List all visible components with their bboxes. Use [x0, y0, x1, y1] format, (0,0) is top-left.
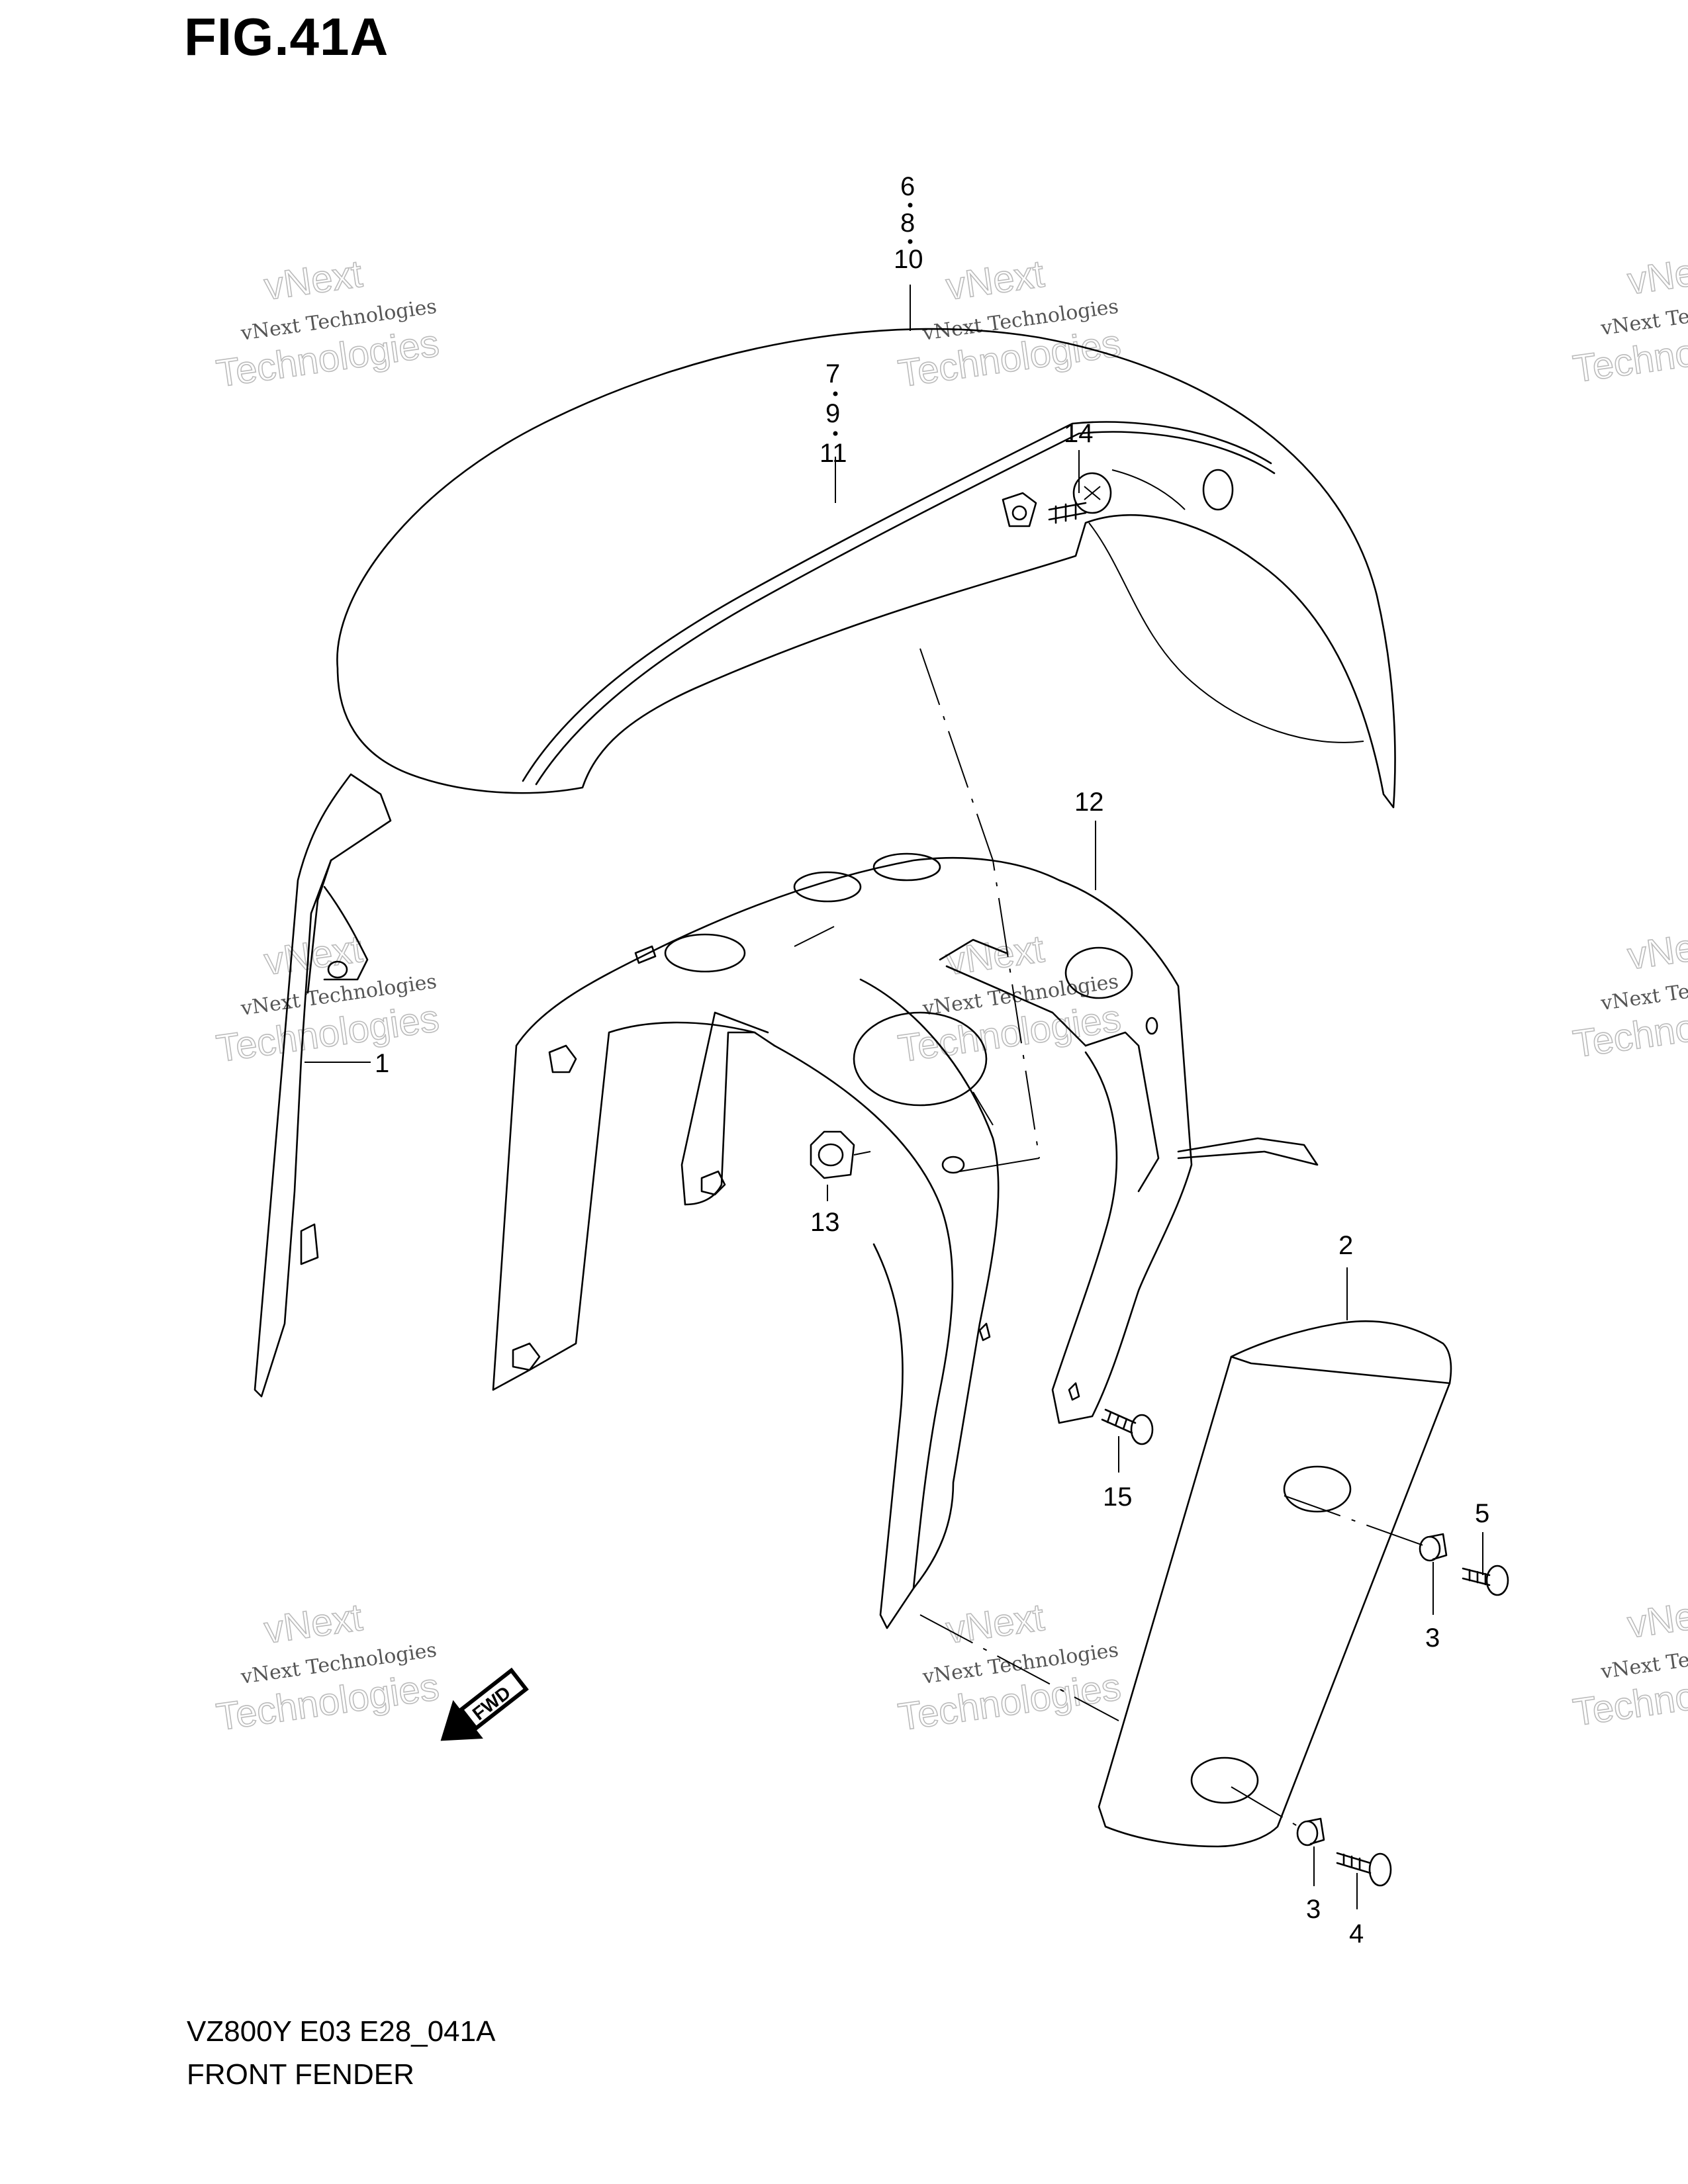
watermark-line1: vNext — [943, 927, 1047, 983]
callout-10: 10 — [894, 245, 923, 274]
watermark-bottom-right: vNext Technologies vNext Technologies — [1570, 1590, 1688, 1735]
watermark-line1: vNext — [943, 252, 1047, 308]
callout-4: 4 — [1349, 1919, 1364, 1948]
callout-5: 5 — [1475, 1499, 1489, 1528]
watermark-bottom-center: vNext Technologies vNext Technologies — [895, 1595, 1124, 1739]
callout-6: 6 — [900, 172, 915, 201]
callout-13: 13 — [810, 1208, 840, 1237]
watermark-mid-left: vNext Technologies vNext Technologies — [213, 927, 442, 1071]
leader-lines — [305, 203, 1483, 1909]
watermark-group: vNext Technologies vNext Technologies vN… — [213, 246, 1688, 1739]
front-cover-2 — [1098, 1320, 1452, 1848]
callout-11: 11 — [820, 439, 847, 468]
callout-3b: 3 — [1306, 1895, 1321, 1924]
watermark-top-left: vNext Technologies vNext Technologies — [213, 251, 442, 396]
callout-15: 15 — [1103, 1482, 1133, 1512]
callout-3a: 3 — [1425, 1623, 1440, 1653]
callout-9: 9 — [825, 399, 840, 428]
watermark-line1: vNext — [261, 252, 365, 308]
watermark-line1: vNext — [1625, 247, 1688, 303]
watermark-line1: vNext — [943, 1596, 1047, 1652]
callout-1: 1 — [375, 1049, 389, 1078]
left-cover-1 — [254, 773, 392, 1398]
nut-13 — [810, 1130, 871, 1179]
callout-2: 2 — [1338, 1231, 1353, 1260]
bolt-4 — [1336, 1852, 1392, 1887]
watermark-mid-right: vNext Technologies vNext Technologies — [1570, 921, 1688, 1066]
bolt-15 — [1101, 1408, 1154, 1445]
figure-title: FIG.41A — [184, 7, 389, 66]
figure-code: VZ800Y E03 E28_041A — [187, 2015, 496, 2048]
watermark-top-right: vNext Technologies vNext Technologies — [1570, 246, 1688, 391]
watermark-line1: vNext — [1625, 1590, 1688, 1647]
bolt-5 — [1462, 1565, 1509, 1596]
fender-shell — [336, 328, 1396, 809]
fender-bolt-hole — [1202, 469, 1234, 511]
assembly-lines — [919, 648, 1424, 1831]
watermark-bottom-left: vNext Technologies vNext Technologies — [213, 1595, 442, 1739]
callout-14: 14 — [1064, 419, 1094, 448]
fwd-arrow: FWD — [440, 1667, 529, 1741]
callout-7: 7 — [825, 359, 840, 388]
callout-labels: 6 8 10 7 9 11 14 12 1 13 2 15 5 3 3 4 — [375, 172, 1489, 1948]
watermark-line1: vNext — [261, 1596, 365, 1652]
figure-name: FRONT FENDER — [187, 2058, 414, 2091]
watermark-line1: vNext — [1625, 922, 1688, 978]
callout-8: 8 — [900, 208, 915, 238]
bolt-14 — [1048, 472, 1112, 524]
collar-3a — [1419, 1533, 1448, 1562]
callout-12: 12 — [1074, 788, 1104, 817]
fender-brace-12 — [492, 852, 1319, 1629]
collar-3b — [1296, 1817, 1325, 1846]
